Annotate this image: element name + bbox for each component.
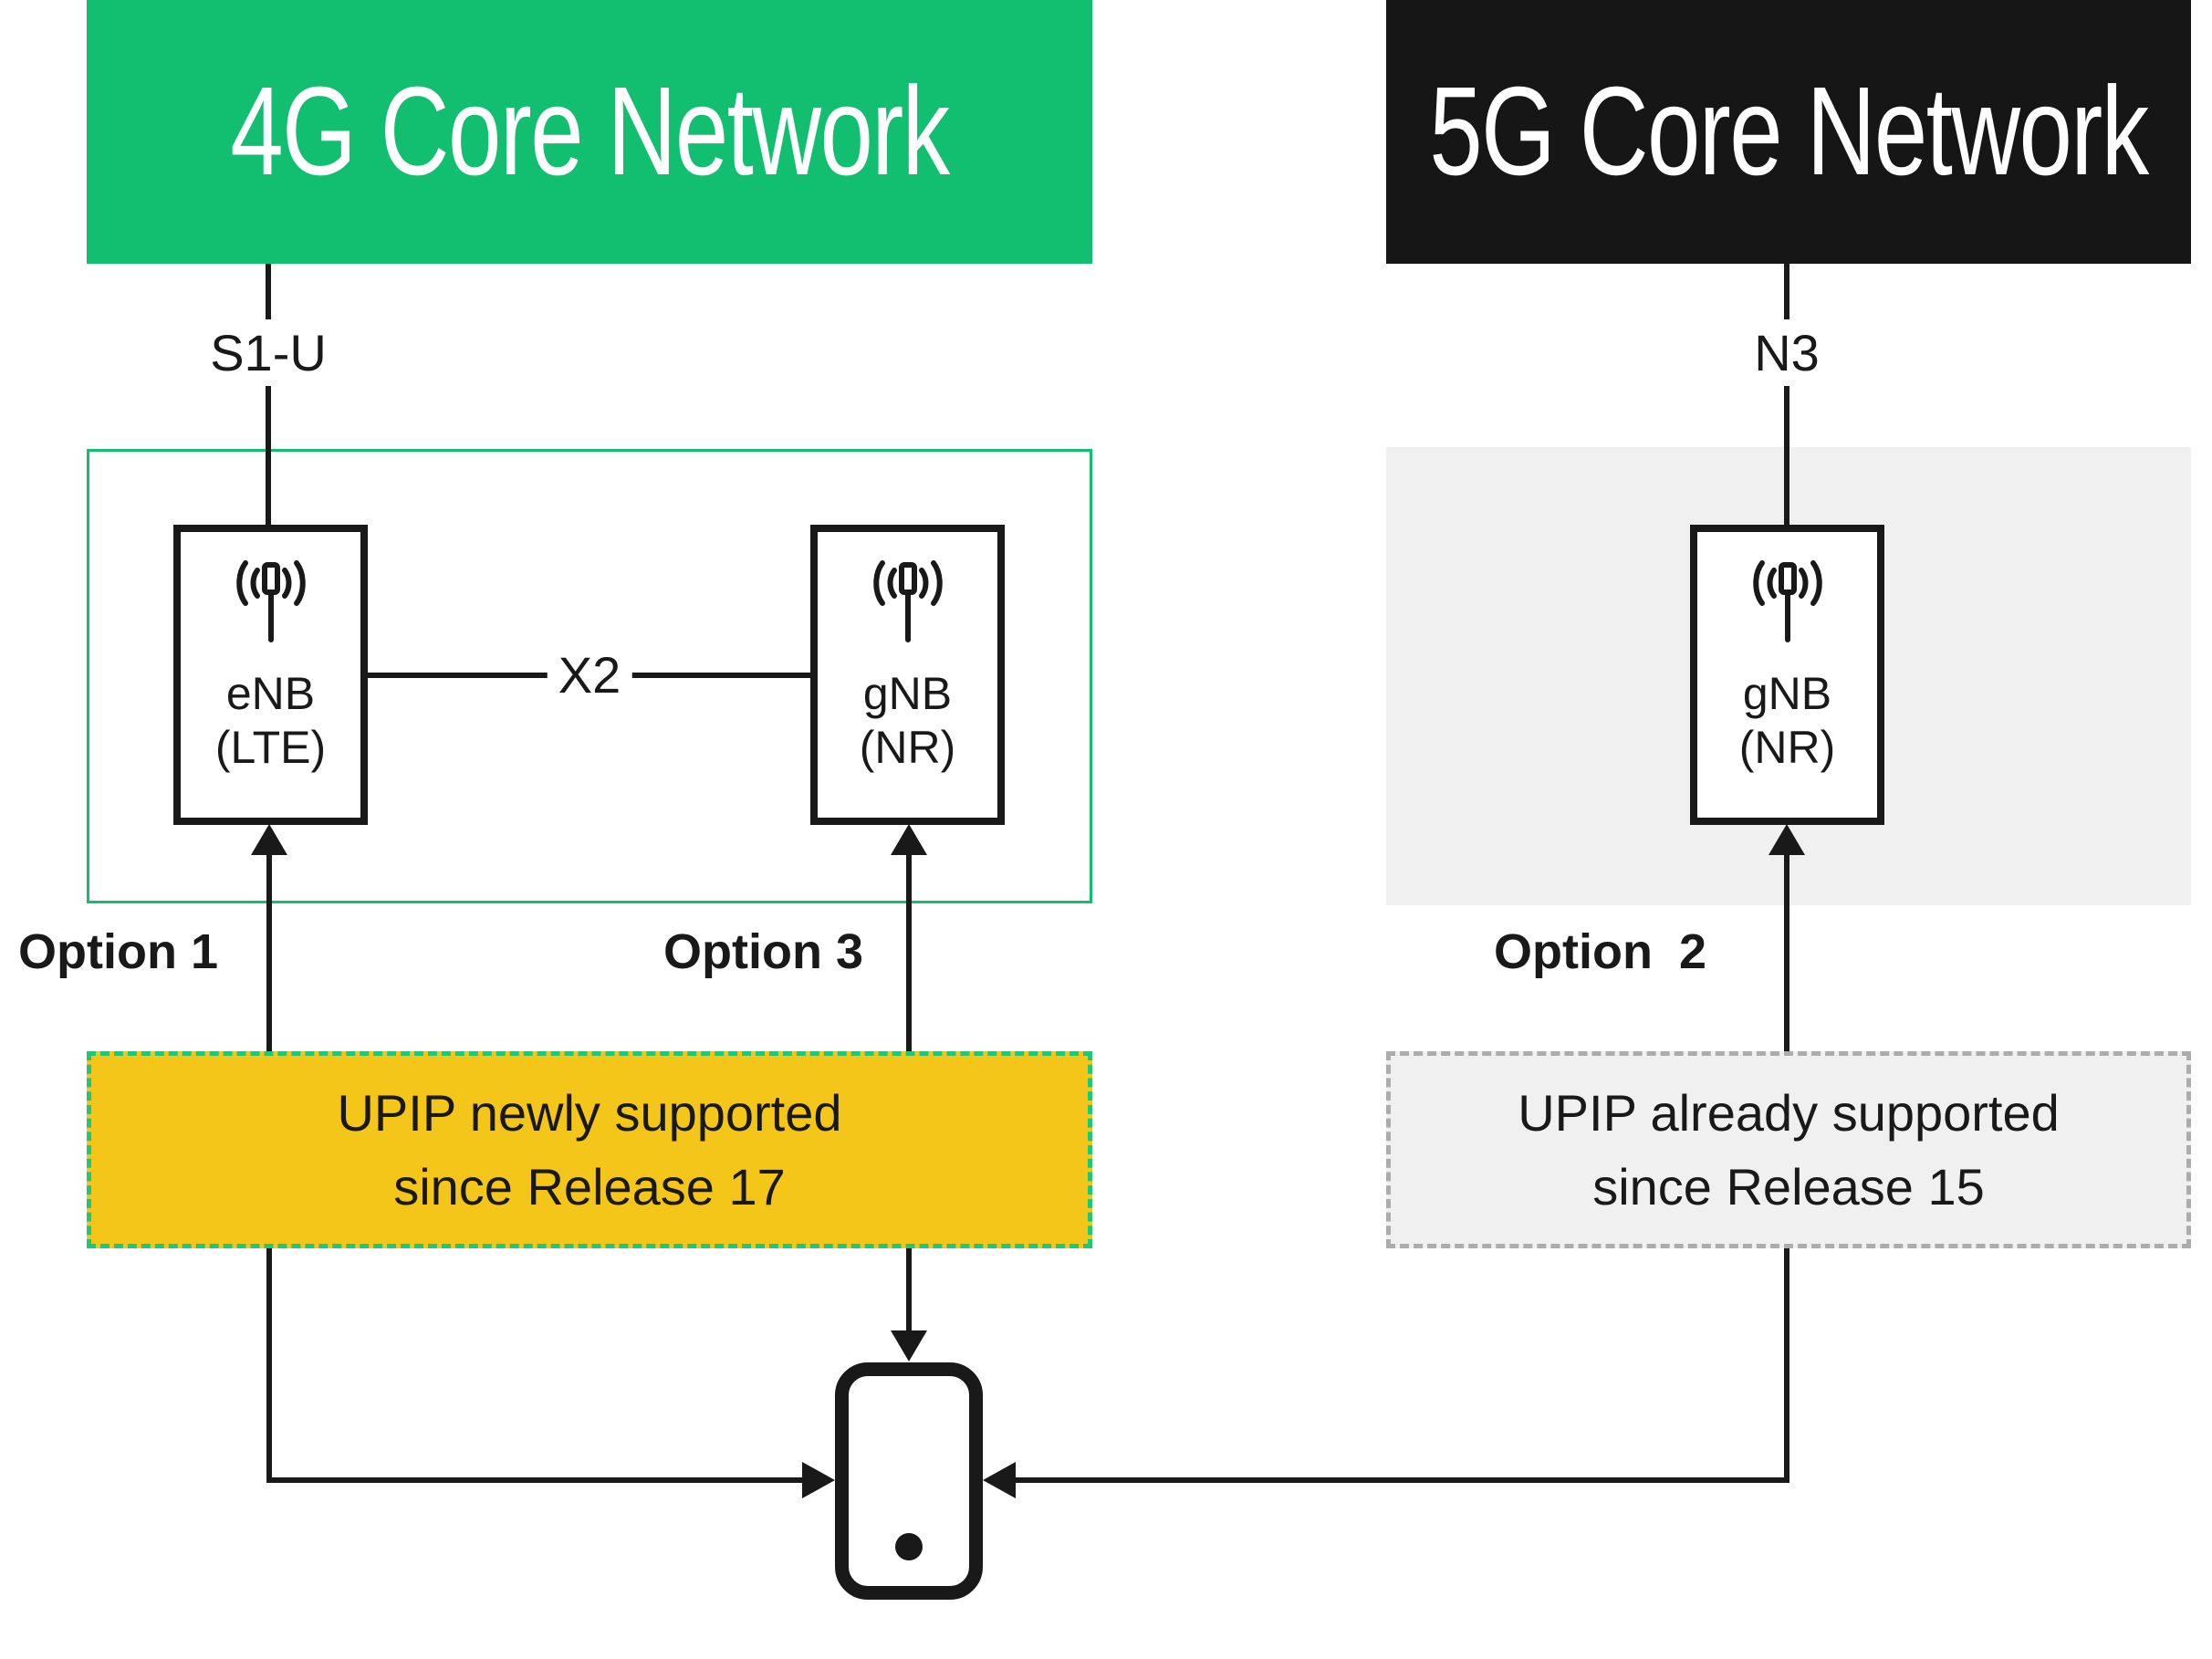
note-upip-release17-line2: since Release 17 (393, 1158, 786, 1216)
option1-line-upper (266, 829, 272, 1052)
smartphone-icon (835, 1362, 983, 1600)
option1-line-lower (266, 1248, 272, 1483)
note-upip-release17-line1: UPIP newly supported (337, 1083, 842, 1142)
radio-tower-icon (235, 560, 306, 642)
node-gnb-sa-name: gNB (1742, 668, 1832, 719)
s1u-link-line (266, 264, 271, 526)
option2-line-upper (1784, 829, 1789, 1052)
radio-tower-icon (872, 560, 943, 642)
note-upip-release15-line2: since Release 15 (1592, 1158, 1985, 1216)
option2-line-to-ue (1014, 1477, 1789, 1483)
x2-interface-label: X2 (547, 642, 632, 708)
n3-interface-label: N3 (1743, 319, 1831, 386)
header-5g-label: 5G Core Network (1429, 61, 2149, 202)
node-enb-name: eNB (225, 668, 316, 719)
node-gnb-nr-sa: gNB (NR) (1690, 525, 1884, 825)
option3-label: Option 3 (663, 924, 863, 979)
header-5g-core-network: 5G Core Network (1386, 0, 2191, 264)
node-enb-lte: eNB (LTE) (173, 525, 368, 825)
smartphone-home-dot (895, 1533, 923, 1560)
node-gnb-nsa-name: gNB (862, 668, 953, 719)
option1-arrow-right-icon (802, 1462, 835, 1498)
header-4g-label: 4G Core Network (230, 61, 950, 202)
option2-line-lower (1784, 1248, 1789, 1483)
option3-arrow-down-icon (891, 1330, 927, 1362)
option3-arrow-up-icon (891, 824, 927, 855)
node-gnb-nsa-tech: (NR) (859, 722, 956, 773)
node-gnb-nr-nsa: gNB (NR) (810, 525, 1005, 825)
option3-line-upper (906, 829, 912, 1052)
s1u-interface-label: S1-U (199, 319, 338, 386)
option1-label: Option 1 (18, 924, 218, 979)
option1-line-to-ue (266, 1477, 805, 1483)
note-upip-release17: UPIP newly supported since Release 17 (87, 1051, 1092, 1248)
node-enb-tech: (LTE) (214, 722, 327, 773)
note-upip-release15-line1: UPIP already supported (1518, 1083, 2060, 1142)
option2-arrow-left-icon (983, 1462, 1016, 1498)
option3-line-lower (906, 1248, 912, 1334)
node-gnb-sa-tech: (NR) (1738, 722, 1836, 773)
note-upip-release15: UPIP already supported since Release 15 (1386, 1051, 2191, 1248)
option2-label: Option 2 (1494, 924, 1706, 979)
option1-arrow-up-icon (251, 824, 287, 855)
radio-tower-icon (1752, 560, 1822, 642)
header-4g-core-network: 4G Core Network (87, 0, 1092, 264)
n3-link-line (1784, 264, 1789, 526)
option2-arrow-up-icon (1769, 824, 1805, 855)
